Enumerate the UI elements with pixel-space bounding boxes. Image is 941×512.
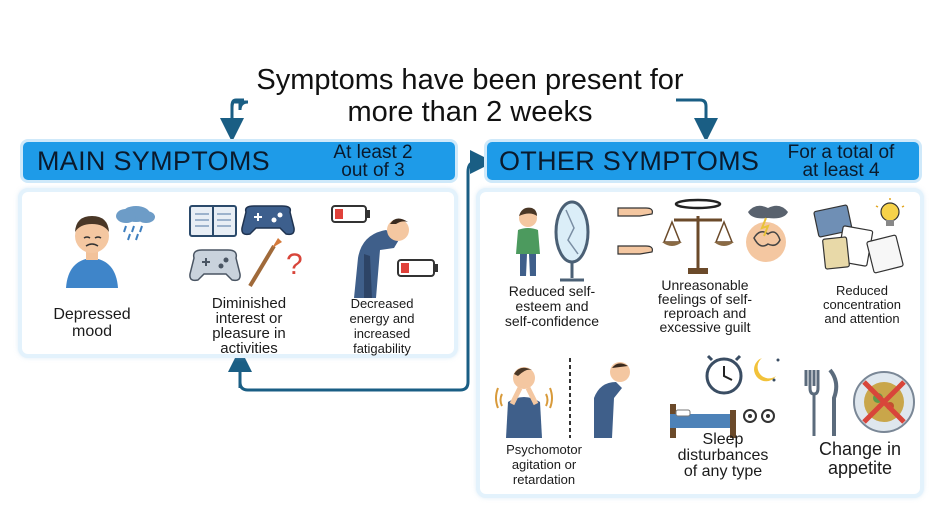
main-symptoms-criteria: At least 2 out of 3 — [333, 142, 413, 181]
svg-text:?: ? — [286, 248, 303, 281]
symptom-depressed-mood: Depressed mood — [53, 306, 131, 340]
tired-person-battery-icon — [331, 205, 438, 298]
other-symptoms-title: OTHER SYMPTOMS — [499, 145, 760, 176]
symptom-excessive-guilt: Unreasonable feelings of self- reproach … — [657, 277, 753, 335]
symptom-psychomotor: Psychomotor agitation or retardation — [506, 442, 582, 487]
title-line-2: more than 2 weeks — [347, 96, 593, 128]
symptom-change-in-appetite: Change in appetite — [818, 439, 902, 478]
main-symptoms-header: MAIN SYMPTOMS At least 2 out of 3 — [20, 139, 458, 183]
main-symptoms-panel: Depressed mood ? Diminished interest or … — [18, 188, 458, 358]
symptom-diminished-interest: Diminished interest or pleasure in activ… — [211, 295, 287, 357]
symptom-decreased-energy: Decreased energy and increased fatigabil… — [349, 296, 415, 356]
page-title: Symptoms have been present for more than… — [200, 64, 740, 128]
symptom-reduced-concentration: Reduced concentration and attention — [822, 283, 902, 326]
other-symptoms-panel: Reduced self- esteem and self-confidence… — [476, 188, 924, 498]
papers-lightbulb-icon — [813, 198, 905, 274]
broken-mirror-icon — [516, 200, 590, 282]
title-line-1: Symptoms have been present for — [256, 64, 684, 96]
symptom-reduced-self-esteem: Reduced self- esteem and self-confidence — [504, 283, 600, 329]
scales-guilt-icon — [617, 198, 788, 274]
main-symptoms-title: MAIN SYMPTOMS — [37, 145, 270, 176]
sad-person-rain-icon — [66, 206, 155, 288]
other-symptoms-header: OTHER SYMPTOMS For a total of at least 4 — [484, 139, 922, 183]
agitation-retardation-icon — [495, 358, 630, 438]
symptom-sleep-disturbances: Sleep disturbances of any type — [677, 431, 769, 480]
other-symptoms-criteria: For a total of at least 4 — [787, 142, 895, 181]
hobbies-icon: ? — [189, 205, 303, 288]
no-food-icon — [804, 368, 915, 436]
bed-clock-moon-icon — [670, 354, 780, 438]
